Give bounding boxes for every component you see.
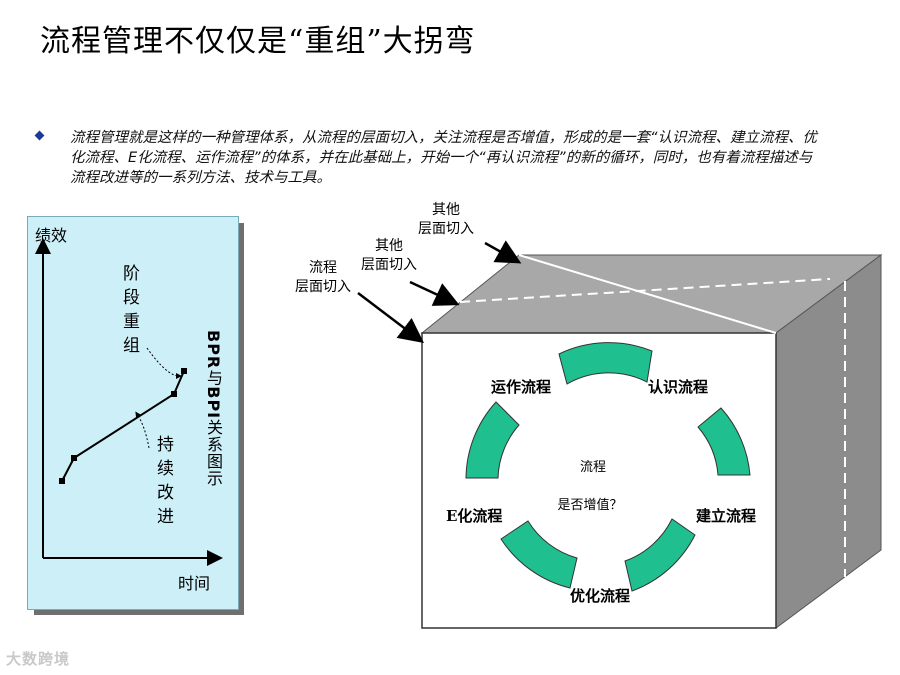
ring-segment-right-top [697,407,751,476]
curve-point [59,478,65,484]
cube-front-face [421,332,777,629]
bullet-paragraph: 流程管理就是这样的一种管理体系，从流程的层面切入，关注流程是否增值，形成的是一套… [34,128,826,188]
process-cycle-ring [465,342,751,592]
ring-segment-bottom-right [624,518,696,592]
arrow-process [357,292,424,344]
curve-point [71,455,77,461]
improve-pointer [135,411,150,449]
arrow-other-mid [409,280,460,306]
continuous-improve-label: 持续改进 [157,435,174,527]
y-axis-label: 绩效 [35,226,68,245]
stage-restructure-label: 阶段重组 [123,264,140,356]
center-value-question: 是否增值？ [557,498,623,513]
ring-segment-left [465,401,520,479]
ring-segment-top [558,342,653,385]
bullet-text: 流程管理就是这样的一种管理体系，从流程的层面切入，关注流程是否增值，形成的是一套… [70,130,818,186]
step-e-process: E化流程 [446,507,503,525]
x-axis-label: 时间 [178,574,211,593]
bpr-bpi-relation-label: BPR与BPI关系图示 [204,330,223,488]
bpr-bpi-chart-panel [27,216,239,610]
bullet-diamond-icon [34,130,45,141]
page-title: 流程管理不仅仅是“重组”大拐弯 [40,24,476,59]
curve-point [171,391,177,397]
entry-label-other-mid: 其他 层面切入 [361,238,417,273]
process-cube-diagram [357,240,883,629]
center-process-label: 流程 [579,460,606,475]
curve-point [181,368,187,374]
step-operate: 运作流程 [491,378,552,396]
step-optimize: 优化流程 [570,587,631,605]
performance-curve [61,370,185,482]
entry-label-other-top: 其他 层面切入 [418,202,474,237]
bpr-bpi-chart-svg [35,238,223,566]
step-establish: 建立流程 [696,507,757,525]
top-divider-solid [518,254,777,334]
arrow-other-top [484,240,522,264]
restructure-pointer [146,347,182,379]
step-recognize: 认识流程 [648,378,709,396]
watermark: 大数跨境 [6,650,71,668]
top-divider-dashed [459,278,831,303]
entry-label-process: 流程 层面切入 [295,260,351,295]
ring-segment-bottom-left [500,520,578,589]
